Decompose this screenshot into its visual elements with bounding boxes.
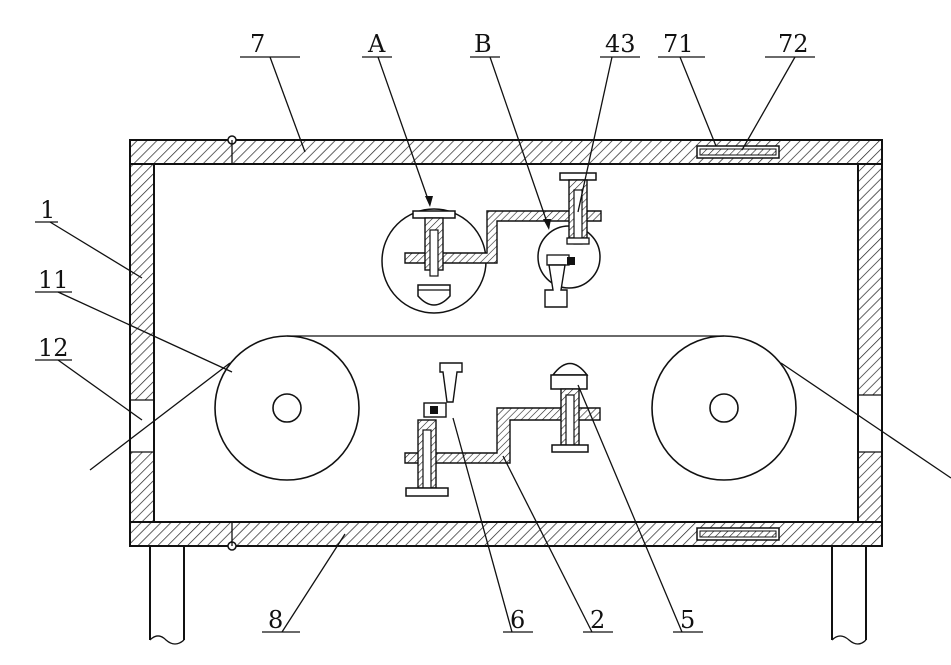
lower-arm: [404, 407, 601, 464]
label-b: B: [474, 30, 492, 58]
upper-mechanism: [381, 172, 602, 314]
left-wall: [129, 163, 155, 523]
label-71: 71: [663, 30, 694, 58]
label-12: 12: [38, 334, 69, 362]
left-roller-shaft: [272, 393, 302, 423]
left-wall-opening: [131, 400, 153, 452]
conveyor: [89, 335, 951, 481]
labels: 7 A B 43 71 72 1 11 12 8 6 2 5: [38, 30, 809, 634]
label-43: 43: [605, 30, 636, 58]
lower-mechanism: [404, 362, 601, 497]
leader-lines: [35, 56, 815, 633]
label-5: 5: [680, 606, 695, 634]
right-roller-shaft: [709, 393, 739, 423]
label-2: 2: [590, 606, 605, 634]
label-1: 1: [40, 196, 55, 224]
label-8: 8: [268, 606, 283, 634]
label-11: 11: [38, 266, 69, 294]
label-a: A: [367, 30, 386, 58]
housing: [129, 135, 883, 551]
label-72: 72: [778, 30, 809, 58]
right-wall: [857, 163, 883, 523]
label-7: 7: [250, 30, 265, 58]
label-6: 6: [510, 606, 525, 634]
legs: [149, 546, 867, 645]
